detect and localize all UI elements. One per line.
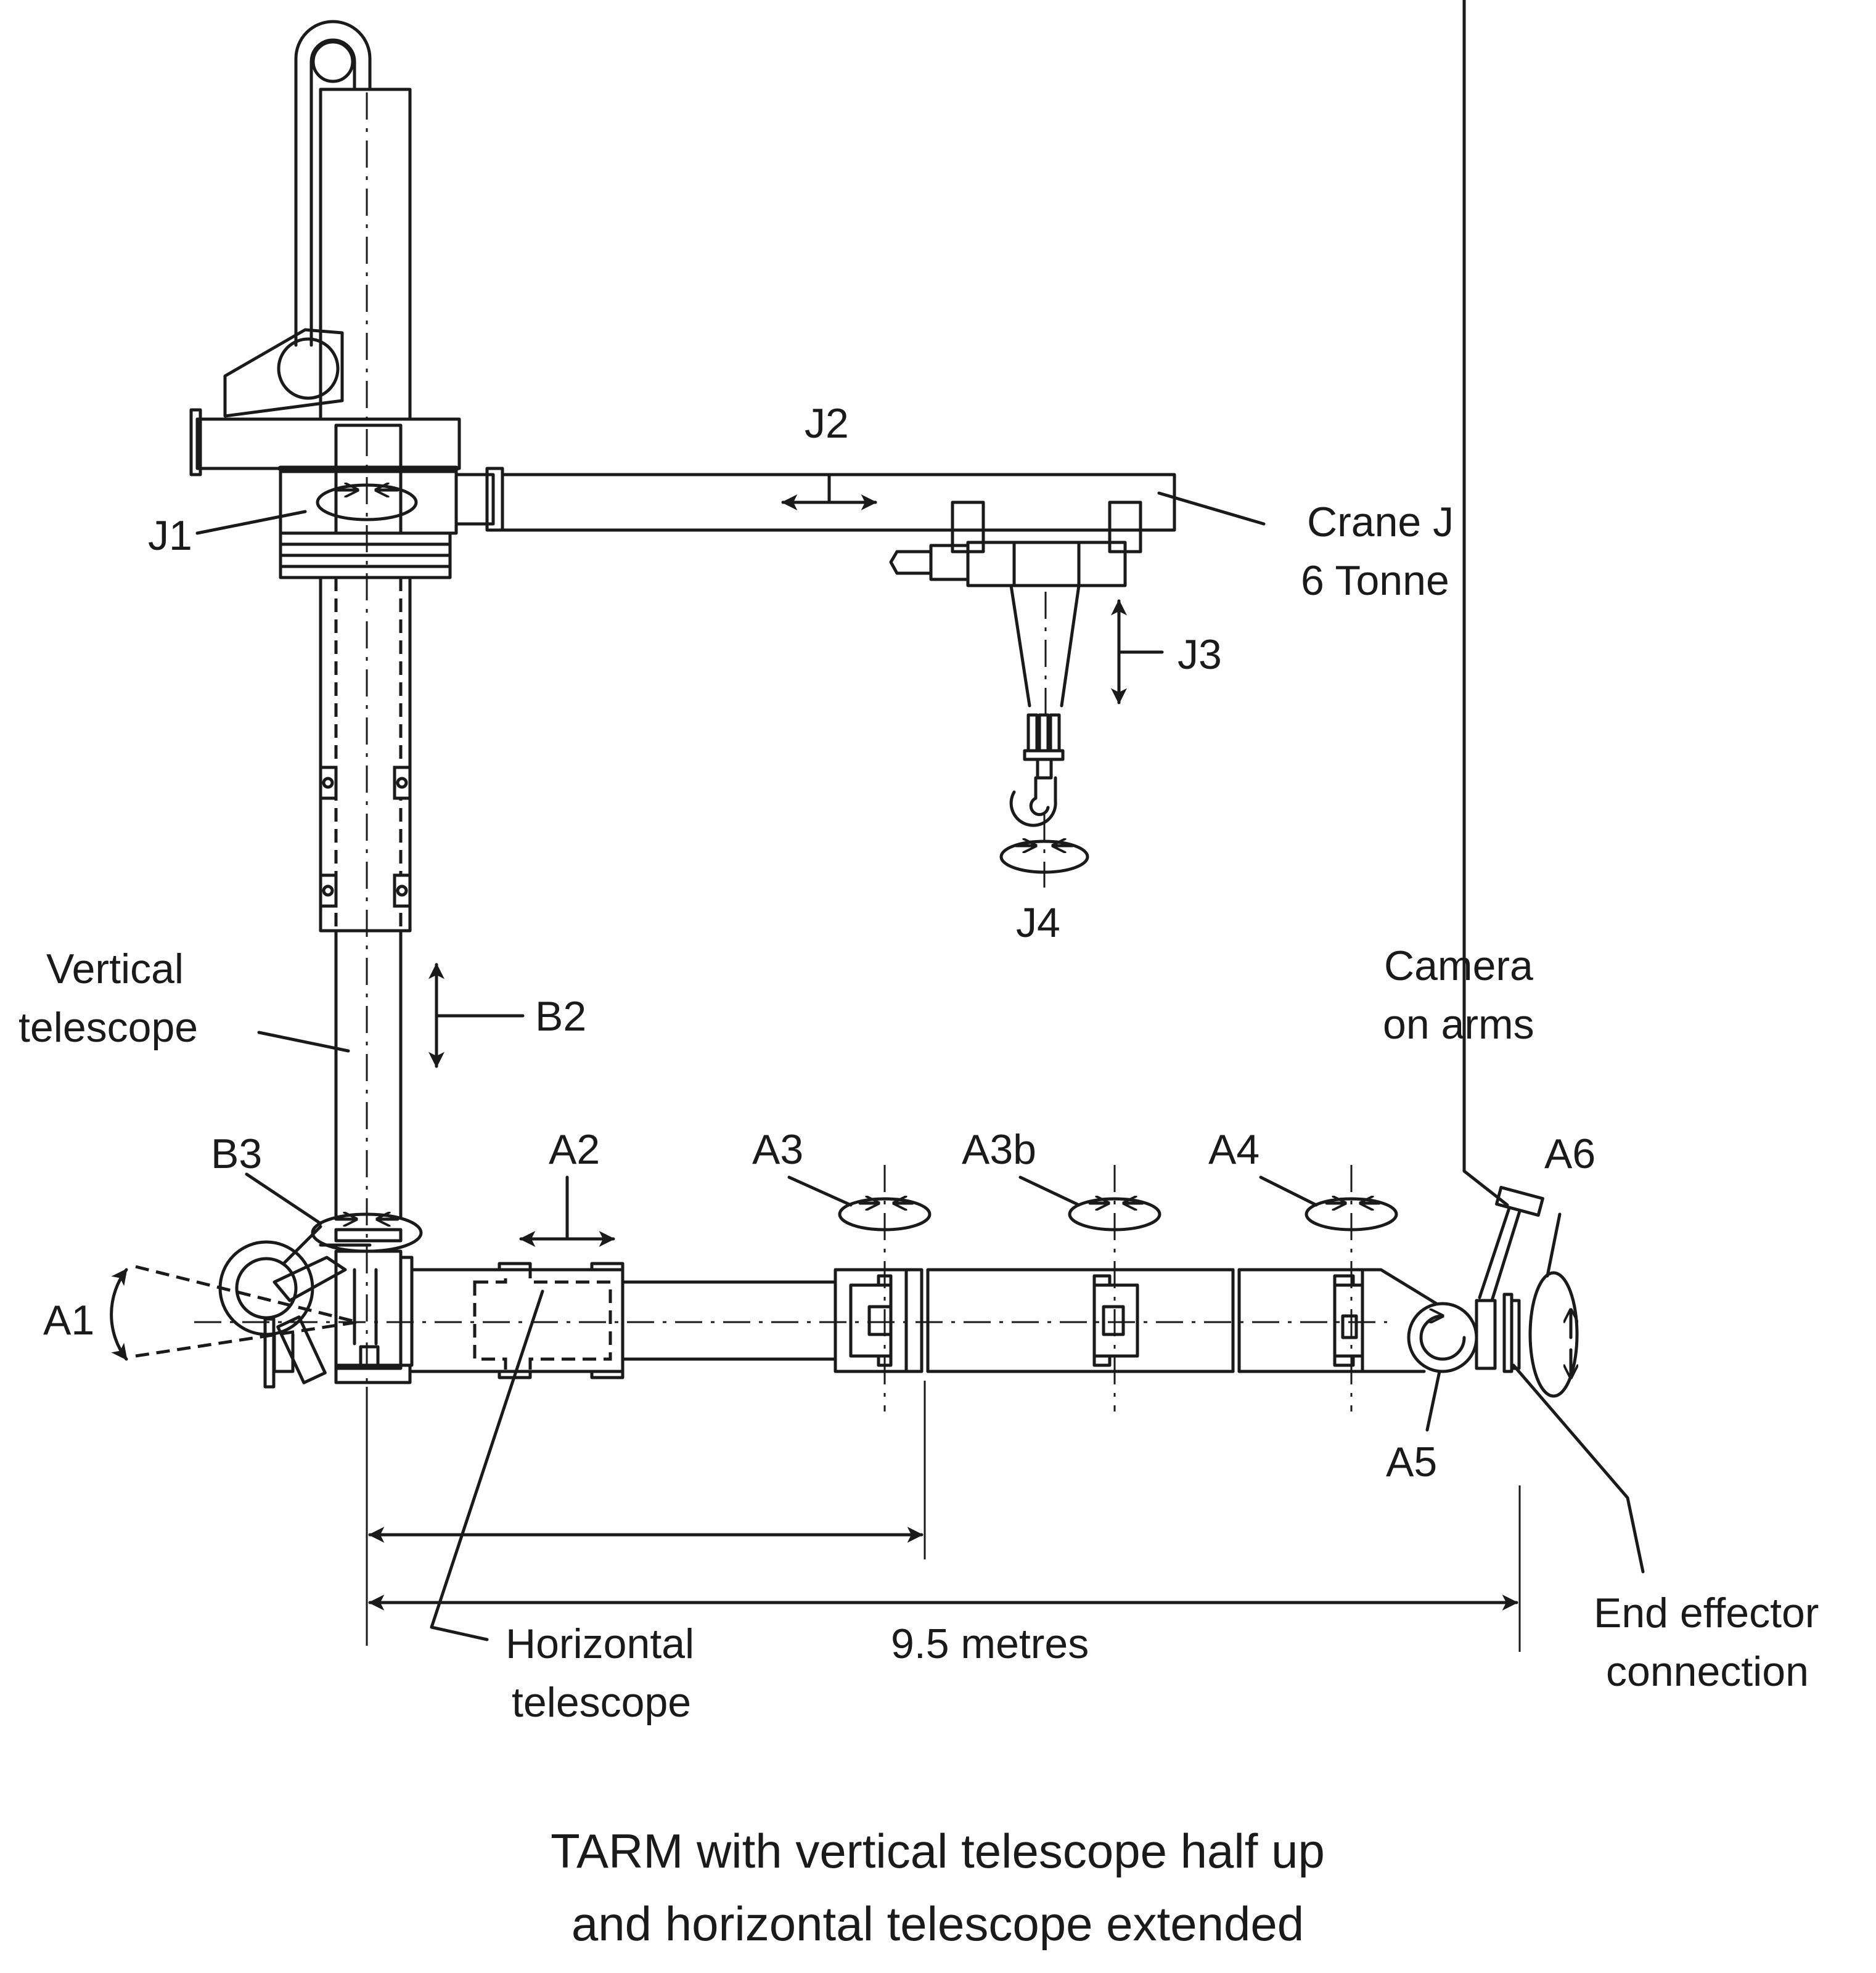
j1-label: J1 (148, 512, 192, 559)
crane-label-line1: Crane J (1307, 499, 1454, 545)
a3b-rotation-icon (1068, 1199, 1161, 1232)
vertical-telescope-label-line1: Vertical (46, 946, 184, 992)
dimension-lines (366, 1381, 1521, 1652)
end-effector-label-line2: connection (1606, 1648, 1809, 1695)
b3-label: B3 (211, 1130, 262, 1177)
b2-arrow (428, 963, 525, 1068)
a3-label: A3 (752, 1126, 803, 1173)
a1-label: A1 (43, 1297, 94, 1344)
crane-label-line2: 6 Tonne (1301, 557, 1449, 604)
a6-label: A6 (1544, 1130, 1595, 1177)
a4-label: A4 (1208, 1126, 1260, 1173)
j3-arrow (1111, 599, 1164, 705)
caption-line1: TARM with vertical telescope half up (551, 1824, 1325, 1878)
dimension-label: 9.5 metres (891, 1620, 1089, 1667)
crane-j (454, 467, 1176, 888)
a2-arrow (519, 1175, 615, 1247)
a4-rotation-icon (1305, 1199, 1398, 1232)
vertical-telescope-label-line2: telescope (18, 1004, 198, 1051)
j4-rotation-icon (999, 841, 1089, 874)
camera-label-line1: Camera (1384, 942, 1533, 989)
horizontal-telescope-label-line1: Horizontal (506, 1620, 694, 1667)
a1-swing-range (110, 1265, 1387, 1361)
joint-centerlines (883, 1165, 1353, 1411)
j2-arrow (781, 473, 877, 510)
vertical-mast (189, 20, 461, 1479)
shoulder-joint (218, 1214, 423, 1389)
horizontal-telescope-label-line2: telescope (512, 1679, 691, 1726)
caption-line2: and horizontal telescope extended (571, 1897, 1304, 1951)
j1-rotation-icon (316, 485, 418, 521)
j2-label: J2 (805, 400, 849, 447)
leader-lines (195, 0, 1645, 1641)
a6-rotation-icon (1528, 1271, 1579, 1398)
a5-label: A5 (1386, 1439, 1437, 1485)
a3-rotation-icon (838, 1199, 932, 1232)
j3-label: J3 (1178, 631, 1222, 678)
a3b-label: A3b (962, 1126, 1036, 1173)
j4-label: J4 (1016, 899, 1060, 946)
end-effector-label-line1: End effector (1594, 1590, 1819, 1636)
camera-label-line2: on arms (1383, 1001, 1534, 1048)
horizontal-arm (410, 1185, 1544, 1379)
a2-label: A2 (549, 1126, 600, 1173)
b2-label: B2 (535, 993, 586, 1040)
